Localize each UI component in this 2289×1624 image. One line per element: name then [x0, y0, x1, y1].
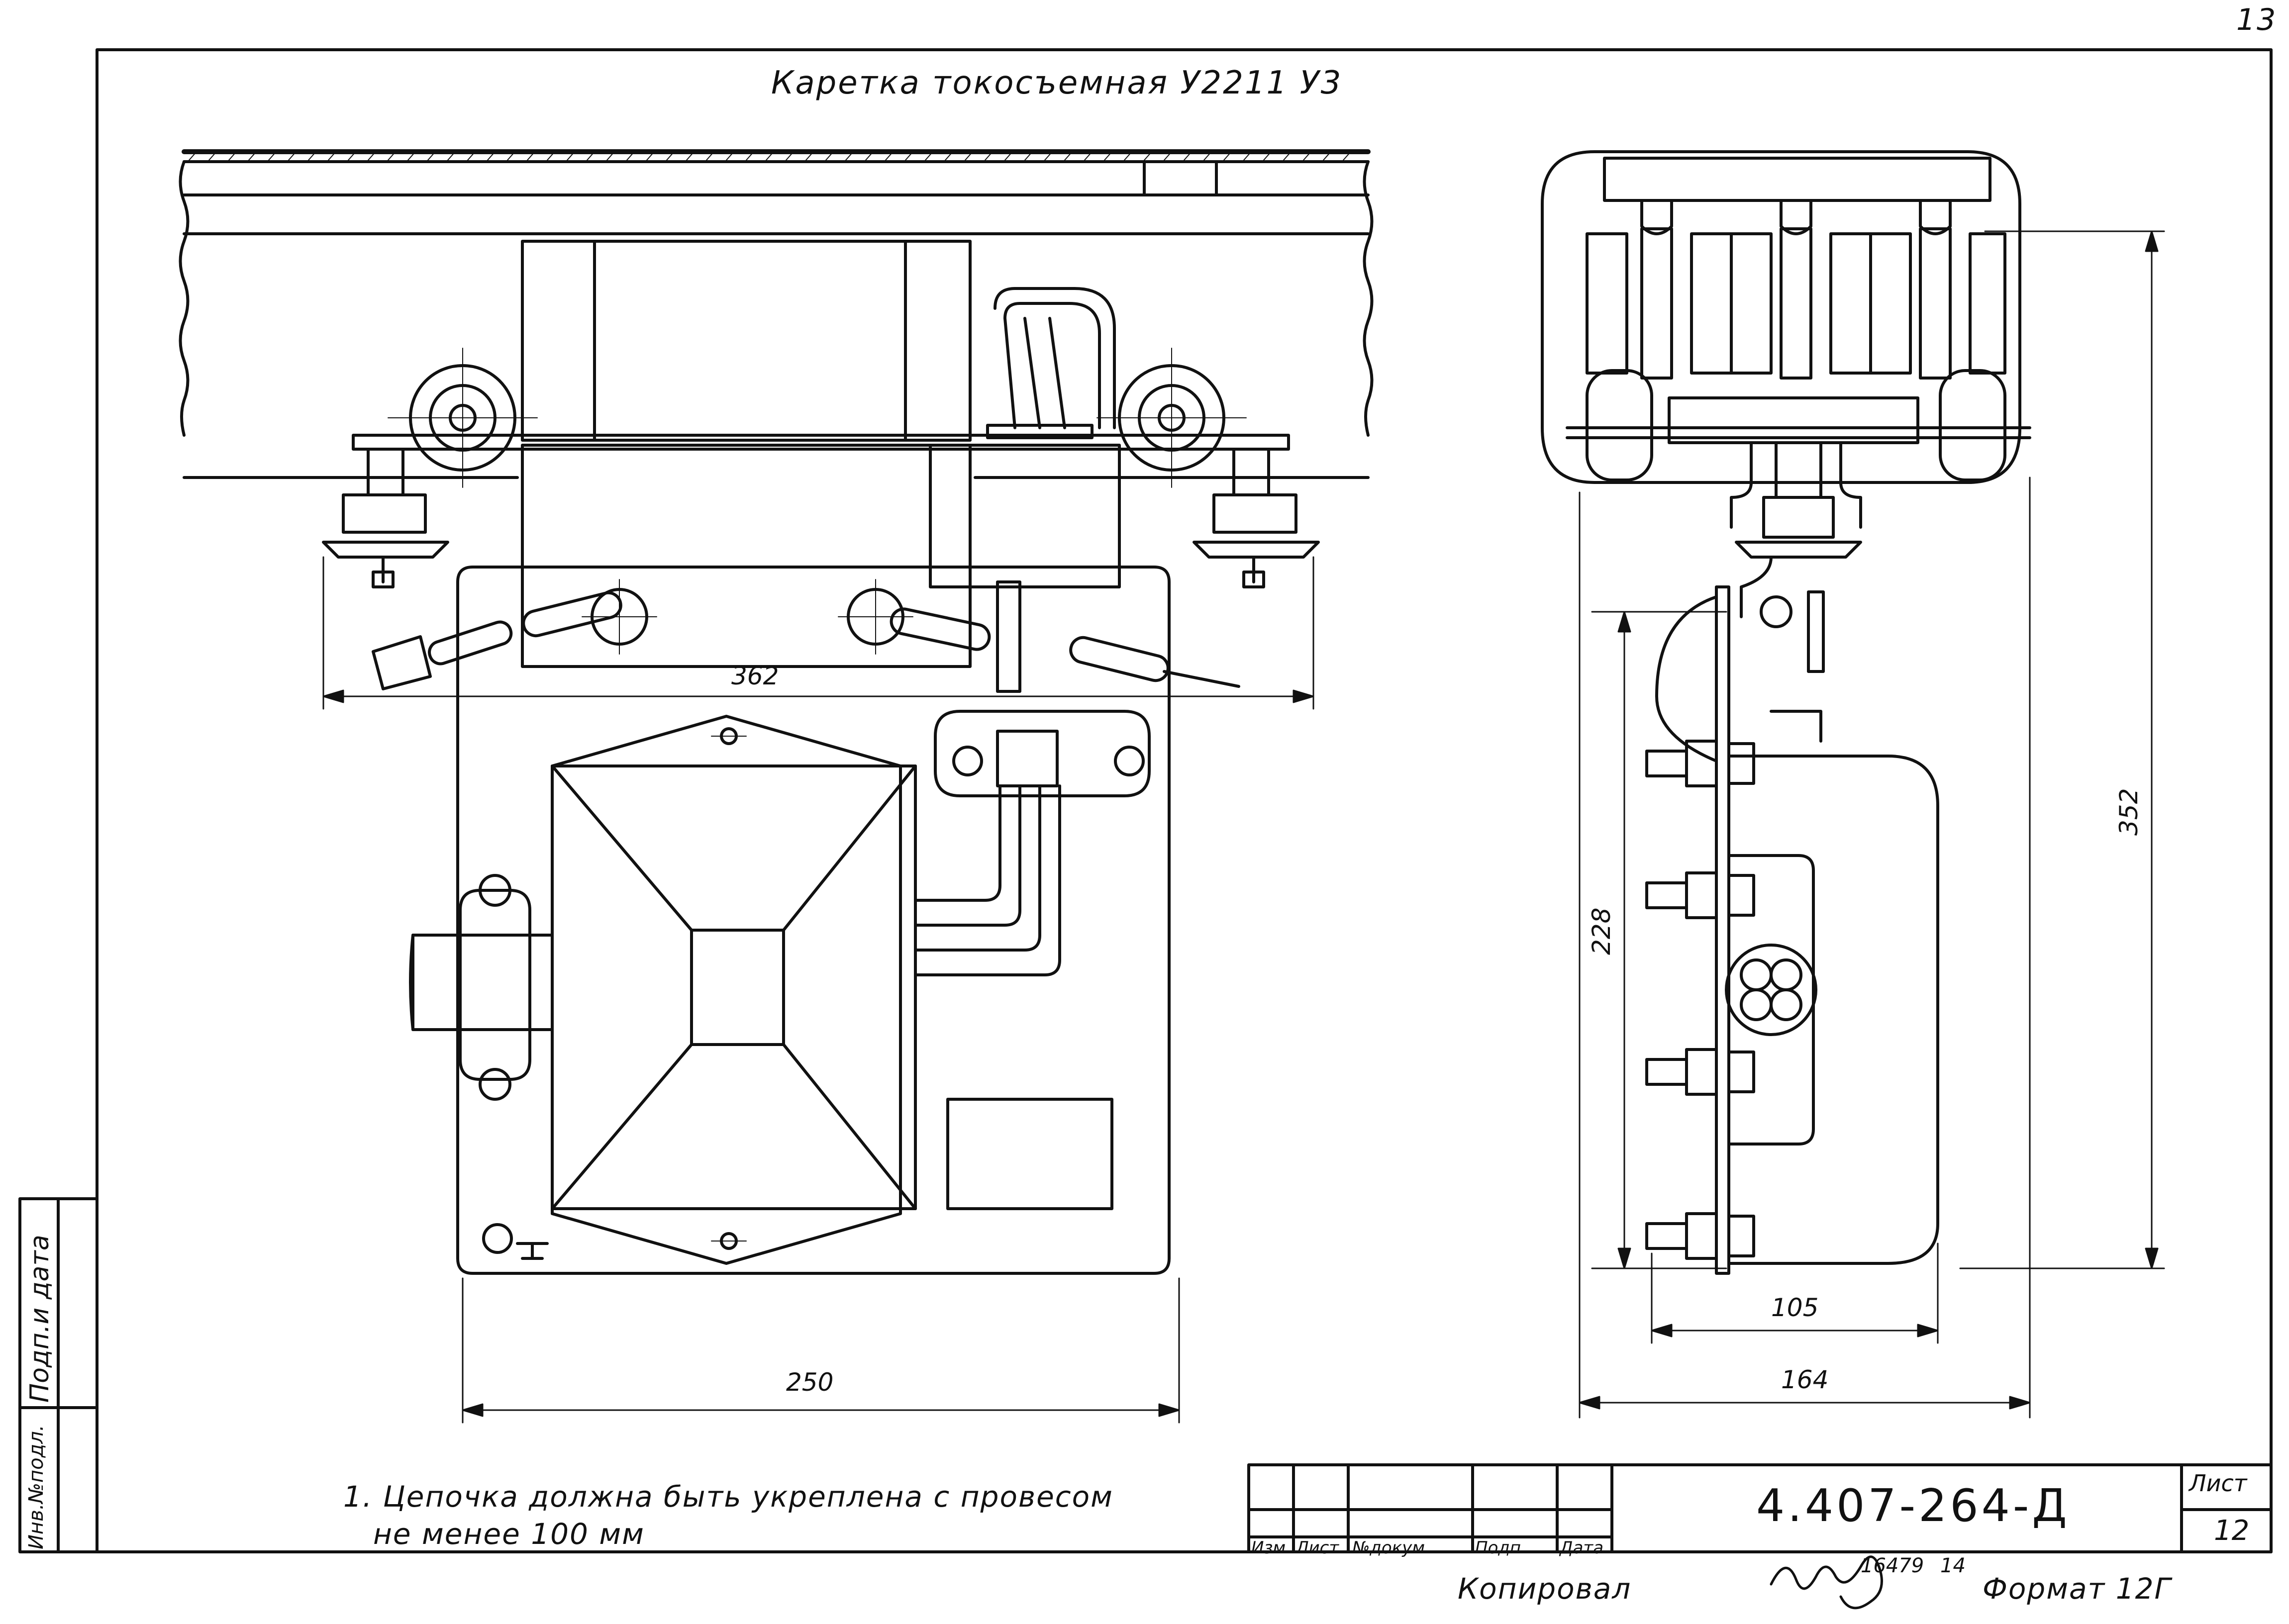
drawing-title: Каретка токосъемная У2211 У3 — [771, 65, 1343, 101]
title-block — [1247, 1463, 2273, 1553]
side-dimensions — [1579, 230, 2165, 1419]
sheet-number: 12 — [2214, 1515, 2250, 1547]
note-line-2: не менее 100 мм — [373, 1517, 645, 1551]
side-view — [1541, 150, 2031, 1275]
dim-side-height-total: 352 — [2114, 788, 2143, 836]
note-line-1: 1. Цепочка должна быть укреплена с прове… — [343, 1480, 1113, 1514]
col-signature: Подп. — [1475, 1538, 1526, 1558]
side-stamp-sign: Подп.и дата — [25, 1235, 55, 1403]
sheet-label: Лист — [2189, 1470, 2247, 1497]
format-label: Формат 12Г — [1983, 1572, 2172, 1606]
side-stamp — [18, 1197, 99, 1553]
dim-side-height-body: 228 — [1587, 907, 1616, 955]
col-change: Изм — [1251, 1538, 1286, 1558]
order-number: 16479 — [1861, 1554, 1924, 1577]
col-sheet: Лист — [1296, 1538, 1339, 1558]
dim-front-width-total: 362 — [731, 662, 779, 690]
dim-front-width-base: 250 — [786, 1368, 834, 1397]
front-dimensions — [322, 556, 1314, 1424]
front-view — [179, 149, 1374, 1275]
copied-label: Копировал — [1458, 1572, 1632, 1606]
dim-side-depth-body: 105 — [1771, 1293, 1819, 1322]
signature — [1770, 1555, 1883, 1610]
dim-side-width-total: 164 — [1781, 1365, 1829, 1394]
outer-frame — [96, 48, 2273, 1553]
col-doc-number: №докум. — [1352, 1538, 1430, 1558]
side-stamp-inv: Инв.№подл. — [25, 1425, 48, 1549]
order-suffix: 14 — [1940, 1554, 1966, 1577]
page-number: 13 — [2236, 2, 2278, 37]
document-code: 4.407-264-Д — [1756, 1480, 2070, 1532]
col-date: Дата — [1560, 1538, 1604, 1558]
